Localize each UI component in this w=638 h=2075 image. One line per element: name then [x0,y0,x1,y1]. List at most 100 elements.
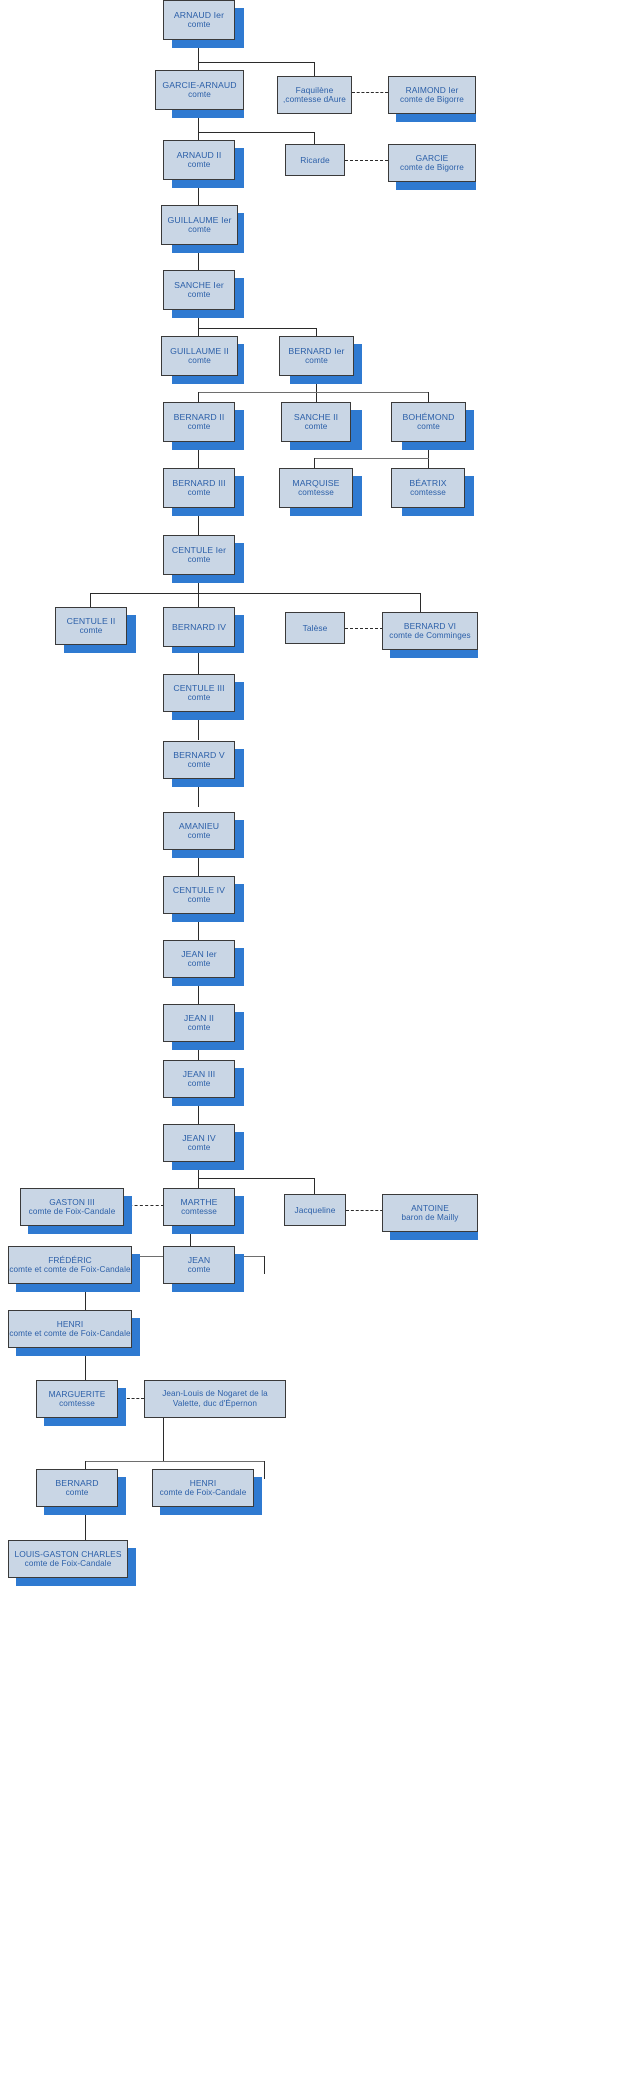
node-name: GASTON III [49,1196,95,1207]
node-garcie-bigorre[interactable]: GARCIE comte de Bigorre [388,144,476,182]
node-name: SANCHE Ier [174,279,224,290]
node-title: comte [187,895,211,905]
node-name: HENRI [189,1477,217,1488]
node-name: GARCIE [415,152,449,163]
connector [90,593,421,594]
node-name: BERNARD III [172,477,226,488]
node-title: comte [187,555,211,565]
node-title: comte de Foix-Candale [159,1488,247,1498]
node-name: RAIMOND Ier [405,84,459,95]
node-name: CENTULE III [173,682,225,693]
node-jean3[interactable]: JEAN III comte [163,1060,235,1098]
node-ricarde[interactable]: Ricarde [285,144,345,176]
node-henri1[interactable]: HENRI comte et comte de Foix-Candale [8,1310,132,1348]
node-title: comte [305,356,328,366]
node-garcie-arnaud[interactable]: GARCIE-ARNAUD comte [155,70,244,110]
node-name: BOHÉMOND [402,411,455,422]
node-bernard[interactable]: BERNARD comte [36,1469,118,1507]
node-title: comte de Foix-Candale [28,1207,116,1217]
node-title: comtesse [298,488,334,498]
connector [314,62,315,76]
node-name: JEAN IV [182,1132,216,1143]
connector [314,1178,315,1196]
node-jean-louis-nogaret[interactable]: Jean-Louis de Nogaret de la Valette, duc… [144,1380,286,1418]
marriage-link [352,92,388,93]
node-bernard2[interactable]: BERNARD II comte [163,402,235,442]
connector [198,62,315,63]
node-title: comte [187,760,211,770]
connector [198,40,199,76]
node-name: JEAN Ier [181,948,217,959]
node-name: CENTULE IV [172,884,226,895]
node-jean2[interactable]: JEAN II comte [163,1004,235,1042]
node-bernard6[interactable]: BERNARD VI comte de Comminges [382,612,478,650]
node-arnaud1[interactable]: ARNAUD Ier comte [163,0,235,40]
node-guillaume2[interactable]: GUILLAUME II comte [161,336,238,376]
node-title: comte de Foix-Candale [24,1559,112,1569]
node-jean[interactable]: JEAN comte [163,1246,235,1284]
node-centule1[interactable]: CENTULE Ier comte [163,535,235,575]
node-title: comte et comte de Foix-Candale [9,1329,131,1339]
node-title: comte de Comminges [389,631,471,641]
connector [264,1256,265,1274]
connector [198,914,199,942]
node-jean1[interactable]: JEAN Ier comte [163,940,235,978]
node-title: comte [187,290,211,300]
node-beatrix[interactable]: BÉATRIX comtesse [391,468,465,508]
node-name: LOUIS-GASTON CHARLES [14,1548,122,1559]
node-title: comte de Bigorre [400,163,464,173]
node-faquilene[interactable]: Faquilène ,comtesse dAure [277,76,352,114]
node-bernard3[interactable]: BERNARD III comte [163,468,235,508]
node-name: BERNARD V [173,749,225,760]
node-marguerite[interactable]: MARGUERITE comtesse [36,1380,118,1418]
connector [198,1042,199,1070]
connector [198,328,317,329]
node-sanche2[interactable]: SANCHE II comte [281,402,351,442]
node-arnaud2[interactable]: ARNAUD II comte [163,140,235,180]
node-bernard5[interactable]: BERNARD V comte [163,741,235,779]
node-jacqueline[interactable]: Jacqueline [284,1194,346,1226]
node-bernard1[interactable]: BERNARD Ier comte [279,336,354,376]
node-frederic[interactable]: FRÉDÉRIC comte et comte de Foix-Candale [8,1246,132,1284]
node-centule3[interactable]: CENTULE III comte [163,674,235,712]
connector [198,1178,315,1179]
node-sanche1[interactable]: SANCHE Ier comte [163,270,235,310]
connector [85,1461,265,1462]
connector [198,132,315,133]
node-louis-gaston-charles[interactable]: LOUIS-GASTON CHARLES comte de Foix-Canda… [8,1540,128,1578]
node-title: comte [417,422,440,432]
node-guillaume1[interactable]: GUILLAUME Ier comte [161,205,238,245]
connector [190,1220,191,1258]
node-gaston3[interactable]: GASTON III comte de Foix-Candale [20,1188,124,1226]
node-raimond1[interactable]: RAIMOND Ier comte de Bigorre [388,76,476,114]
node-henri2[interactable]: HENRI comte de Foix-Candale [152,1469,254,1507]
node-title: baron de Mailly [401,1213,459,1223]
node-jean4[interactable]: JEAN IV comte [163,1124,235,1162]
connector [198,310,199,342]
node-name: CENTULE II [66,615,116,626]
node-name: FRÉDÉRIC [48,1254,92,1265]
node-amanieu[interactable]: AMANIEU comte [163,812,235,850]
node-centule4[interactable]: CENTULE IV comte [163,876,235,914]
node-centule2[interactable]: CENTULE II comte [55,607,127,645]
connector [163,1412,164,1462]
node-antoine[interactable]: ANTOINE baron de Mailly [382,1194,478,1232]
node-marquise[interactable]: MARQUISE comtesse [279,468,353,508]
node-marthe[interactable]: MARTHE comtesse [163,1188,235,1226]
connector [198,978,199,1006]
node-bohemond[interactable]: BOHÉMOND comte [391,402,466,442]
connector [420,593,421,613]
node-title: comte [187,831,211,841]
node-title: comtesse [181,1207,217,1217]
node-name: AMANIEU [178,820,220,831]
node-talese[interactable]: Talèse [285,612,345,644]
connector [198,508,199,538]
node-name: GARCIE-ARNAUD [162,79,237,90]
connector [85,1352,86,1388]
marriage-link [345,160,388,161]
connector [198,1094,199,1126]
node-bernard4[interactable]: BERNARD IV [163,607,235,647]
node-title: comte [187,20,211,30]
node-name: BERNARD IV [171,621,227,632]
node-name: MARTHE [180,1196,218,1207]
